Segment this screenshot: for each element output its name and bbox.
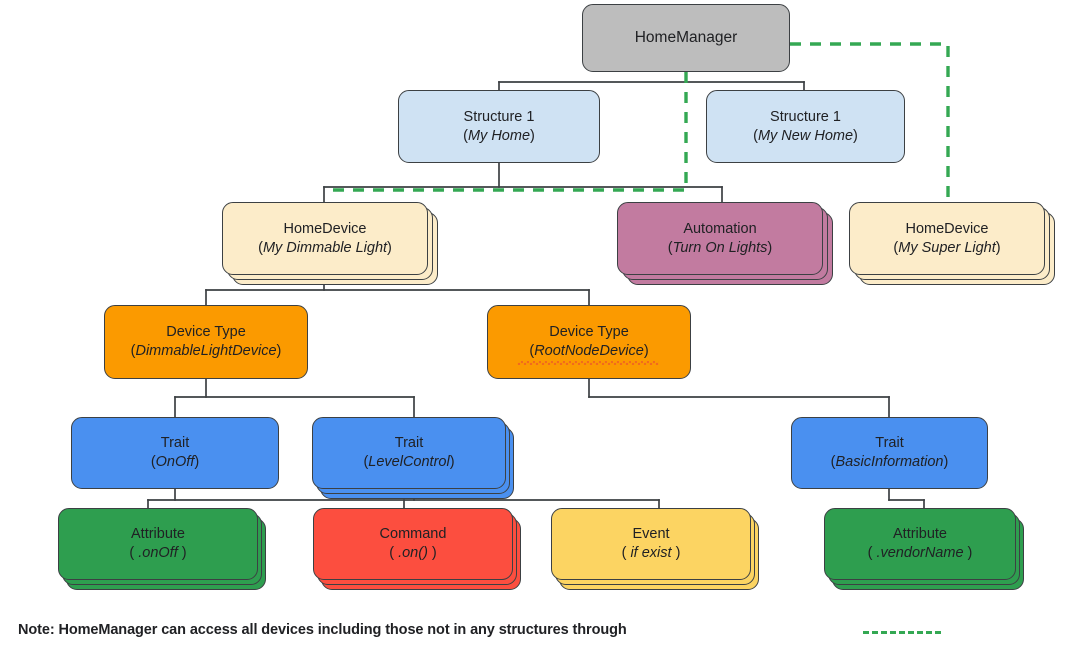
node-home-device-dimmable[interactable]: HomeDevice (My Dimmable Light) bbox=[222, 202, 428, 275]
node-type-label: Device Type bbox=[166, 324, 246, 341]
node-structure-my-home[interactable]: Structure 1 (My Home) bbox=[398, 90, 600, 163]
node-device-type-dimmable-light[interactable]: Device Type (DimmableLightDevice) bbox=[104, 305, 308, 379]
node-type-label: Trait bbox=[875, 435, 904, 452]
spellcheck-squiggle bbox=[517, 361, 659, 365]
node-type-label: Trait bbox=[394, 435, 424, 452]
node-attribute-onoff[interactable]: Attribute ( .onOff ) bbox=[58, 508, 258, 580]
node-name-label: (My Home) bbox=[463, 127, 535, 144]
node-name-label: ( .onOff ) bbox=[129, 545, 187, 561]
node-name-label: ( .vendorName ) bbox=[867, 545, 973, 561]
node-name-label: (My Dimmable Light) bbox=[258, 239, 392, 256]
node-type-label: Event bbox=[632, 526, 670, 543]
node-command-on[interactable]: Command ( .on() ) bbox=[313, 508, 513, 580]
node-automation[interactable]: Automation (Turn On Lights) bbox=[617, 202, 823, 275]
node-device-type-root-node[interactable]: Device Type (RootNodeDevice) bbox=[487, 305, 691, 379]
node-type-label: Trait bbox=[160, 435, 190, 452]
node-type-label: Structure 1 bbox=[770, 108, 841, 125]
node-name-label: (OnOff) bbox=[150, 454, 200, 470]
node-type-label: Structure 1 bbox=[463, 108, 535, 125]
node-trait-levelcontrol[interactable]: Trait (LevelControl) bbox=[312, 417, 506, 489]
node-home-device-super[interactable]: HomeDevice (My Super Light) bbox=[849, 202, 1045, 275]
node-name-label: (Turn On Lights) bbox=[667, 239, 773, 256]
node-attribute-vendorname[interactable]: Attribute ( .vendorName ) bbox=[824, 508, 1016, 580]
node-trait-onoff[interactable]: Trait (OnOff) bbox=[71, 417, 279, 489]
node-name-label: (My New Home) bbox=[753, 127, 858, 144]
node-name-label: ( .on() ) bbox=[389, 545, 437, 561]
node-trait-basicinformation[interactable]: Trait (BasicInformation) bbox=[791, 417, 988, 489]
node-type-label: HomeDevice bbox=[905, 220, 989, 237]
node-name-label: (BasicInformation) bbox=[830, 454, 949, 470]
node-name-label: ( if exist ) bbox=[621, 545, 681, 561]
node-type-label: Automation bbox=[683, 220, 757, 237]
node-structure-my-new-home[interactable]: Structure 1 (My New Home) bbox=[706, 90, 905, 163]
node-type-label: Attribute bbox=[893, 526, 947, 543]
node-type-label: Device Type bbox=[549, 324, 629, 341]
node-name-label: (LevelControl) bbox=[363, 454, 455, 470]
node-name-label: (RootNodeDevice) bbox=[529, 343, 649, 359]
node-type-label: Attribute bbox=[131, 526, 185, 543]
node-type-label: Command bbox=[379, 526, 447, 543]
node-event-if-exist[interactable]: Event ( if exist ) bbox=[551, 508, 751, 580]
footnote-text: Note: HomeManager can access all devices… bbox=[18, 622, 627, 638]
node-type-label: HomeDevice bbox=[283, 220, 367, 237]
node-name-label: (My Super Light) bbox=[893, 239, 1001, 256]
node-home-manager[interactable]: HomeManager bbox=[582, 4, 790, 72]
node-name-label: (DimmableLightDevice) bbox=[130, 343, 282, 359]
node-type-label: HomeManager bbox=[634, 28, 738, 46]
green-dashed-line-icon bbox=[863, 631, 941, 634]
